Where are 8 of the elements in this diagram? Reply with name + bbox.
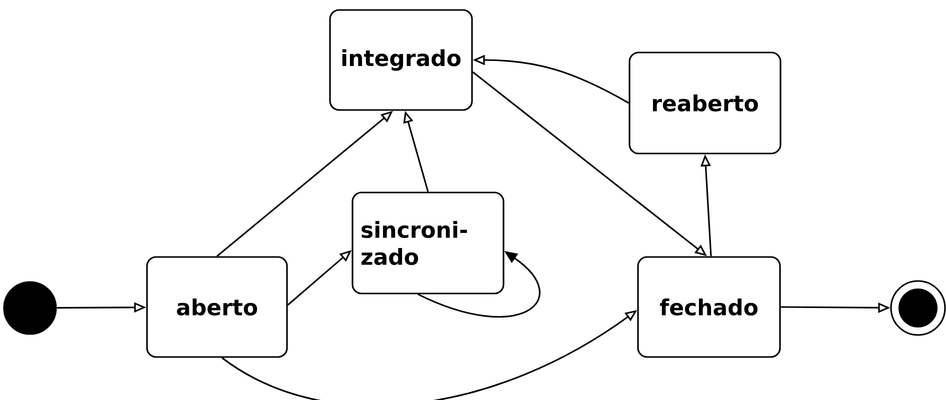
state-box: integrado	[329, 9, 473, 111]
final-state-circle	[890, 280, 946, 336]
start-dot	[3, 281, 57, 335]
state-box: sincroni- zado	[352, 192, 504, 294]
self-loop-arrow	[418, 251, 540, 318]
state-box: fechado	[637, 256, 781, 358]
state-box: aberto	[146, 256, 288, 358]
state-box: reaberto	[628, 52, 782, 154]
